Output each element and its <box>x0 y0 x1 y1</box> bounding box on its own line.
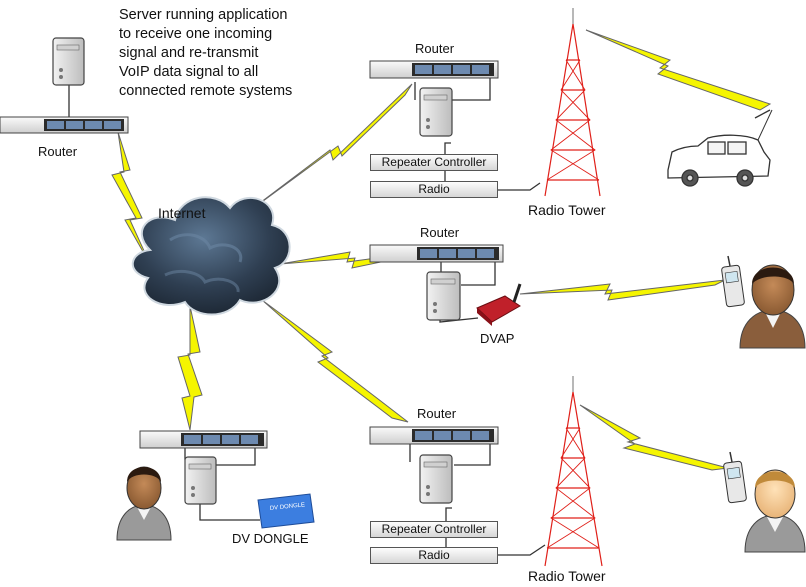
server-note: Server running application to receive on… <box>119 6 292 101</box>
dvap-device <box>476 283 522 326</box>
bolt-tower-to-person <box>579 404 729 471</box>
server-note-line-2: to receive one incoming <box>119 26 273 42</box>
radio-box-bottom: Radio <box>370 547 498 564</box>
router-label-bottom: Router <box>417 406 457 421</box>
radio-tower-label-bottom: Radio Tower <box>528 568 606 584</box>
server-note-line-5: connected remote systems <box>119 83 293 99</box>
router-left <box>0 116 129 134</box>
radio-tower-bottom <box>544 376 603 567</box>
radio-tower-top <box>544 8 601 197</box>
bolt-internet-to-router-top <box>239 83 413 219</box>
server-bottom <box>419 454 453 504</box>
lightning-bolts <box>111 29 772 471</box>
origin-server <box>52 37 85 86</box>
bolt-dvap-to-person <box>519 279 726 301</box>
internet-label: Internet <box>158 205 206 221</box>
dv-dongle-device: DV DONGLE <box>257 493 315 529</box>
person-left-icon <box>116 466 172 541</box>
svg-text:DV DONGLE: DV DONGLE <box>270 502 306 512</box>
bolt-internet-to-router-left <box>177 305 203 431</box>
car-icon <box>667 109 773 187</box>
server-bottom-left <box>184 456 217 505</box>
internet-cloud <box>131 196 291 316</box>
cell-phone-icon <box>721 255 745 308</box>
bolt-internet-to-router-bottom <box>261 299 409 423</box>
router-middle <box>369 244 504 263</box>
cell-phone-bottom-icon <box>723 451 747 504</box>
router-label-middle: Router <box>420 225 460 240</box>
radio-tower-label-top: Radio Tower <box>528 202 606 218</box>
server-note-line-4: VoIP data signal to all <box>119 64 259 80</box>
dv-dongle-label: DV DONGLE <box>232 531 309 546</box>
bolt-tower-to-car <box>585 29 772 111</box>
server-note-line-3: signal and re-transmit <box>119 45 259 61</box>
repeater-controller-bottom: Repeater Controller <box>370 521 498 538</box>
router-bottom <box>369 426 499 445</box>
person-dark-icon <box>739 264 806 349</box>
router-top <box>369 60 499 79</box>
server-middle <box>426 271 461 321</box>
router-bottom-left <box>139 430 268 449</box>
person-light-icon <box>744 469 806 553</box>
dvap-label: DVAP <box>480 331 515 346</box>
radio-box-top: Radio <box>370 181 498 198</box>
connection-wires <box>68 70 771 556</box>
server-note-line-1: Server running application <box>119 7 288 23</box>
router-label-top: Router <box>415 41 455 56</box>
server-top <box>419 87 453 137</box>
repeater-controller-top: Repeater Controller <box>370 154 498 171</box>
router-label-left: Router <box>38 144 78 159</box>
